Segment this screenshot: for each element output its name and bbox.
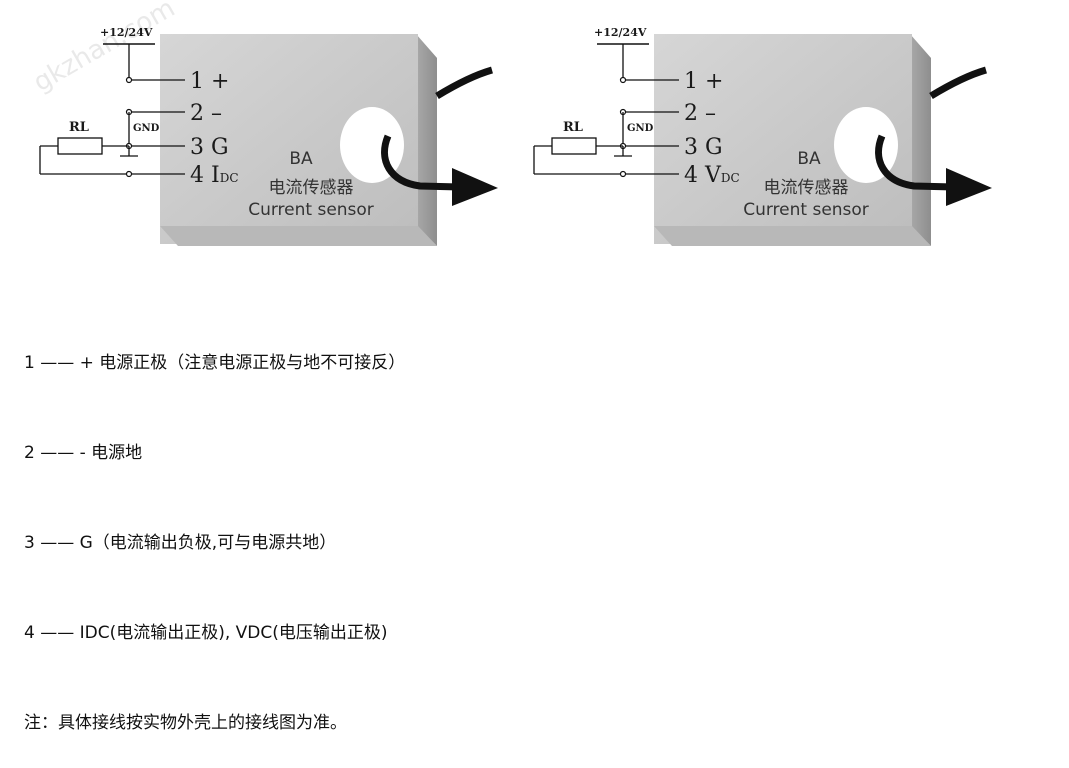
supply-label: +12/24V [594,26,647,39]
legend-line-3: 3 —— G（电流输出负极,可与电源共地） [24,533,337,553]
sensor-diagram-right: +12/24V GND RL 1 + 2 – 3 G 4 VDC BA 电流传感… [533,26,992,246]
legend-line-1: 1 —— + 电源正极（注意电源正极与地不可接反） [24,353,406,373]
terminal-4: 4 IDC [190,163,239,188]
wiring-diagrams: gkzhan.com gkzhan.com +12/24V GND RL [29,0,992,246]
name-en-label: Current sensor [248,200,374,220]
terminal-3: 3 G [684,135,723,160]
sensor-side-face [910,34,931,246]
terminal-2: 2 – [684,101,716,126]
watermark: gkzhan.com [29,0,181,98]
terminal-3: 3 G [190,135,229,160]
legend-line-4: 4 —— IDC(电流输出正极), VDC(电压输出正极) [24,623,388,643]
name-cn-label: 电流传感器 [269,178,354,198]
sensor-diagram-left: +12/24V GND RL 1 + 2 – 3 G 4 IDC BA 电流传感… [39,26,498,246]
terminal-2: 2 – [190,101,222,126]
terminal-4: 4 VDC [684,163,740,188]
load-resistor [551,137,597,155]
rl-label: RL [563,120,583,135]
cable [435,66,493,99]
current-direction-arrow [452,168,498,206]
legend-note: 注：具体接线按实物外壳上的接线图为准。 [24,713,347,733]
name-cn-label: 电流传感器 [764,178,849,198]
legend-line-2: 2 —— - 电源地 [24,443,143,463]
terminal-1: 1 + [190,69,229,94]
cable-through-hole [381,134,461,191]
rl-label: RL [69,120,89,135]
terminal-1: 1 + [684,69,723,94]
sensor-side-face [416,34,437,246]
load-resistor [57,137,103,155]
gnd-label: GND [627,123,654,134]
gnd-label: GND [133,123,160,134]
name-en-label: Current sensor [743,200,869,220]
model-label: BA [797,149,821,169]
supply-label: +12/24V [100,26,153,39]
model-label: BA [289,149,313,169]
current-direction-arrow [946,168,992,206]
cable [929,66,987,99]
cable-through-hole [875,134,955,191]
pin-legend: 1 —— + 电源正极（注意电源正极与地不可接反） 2 —— - 电源地 3 —… [24,288,405,768]
